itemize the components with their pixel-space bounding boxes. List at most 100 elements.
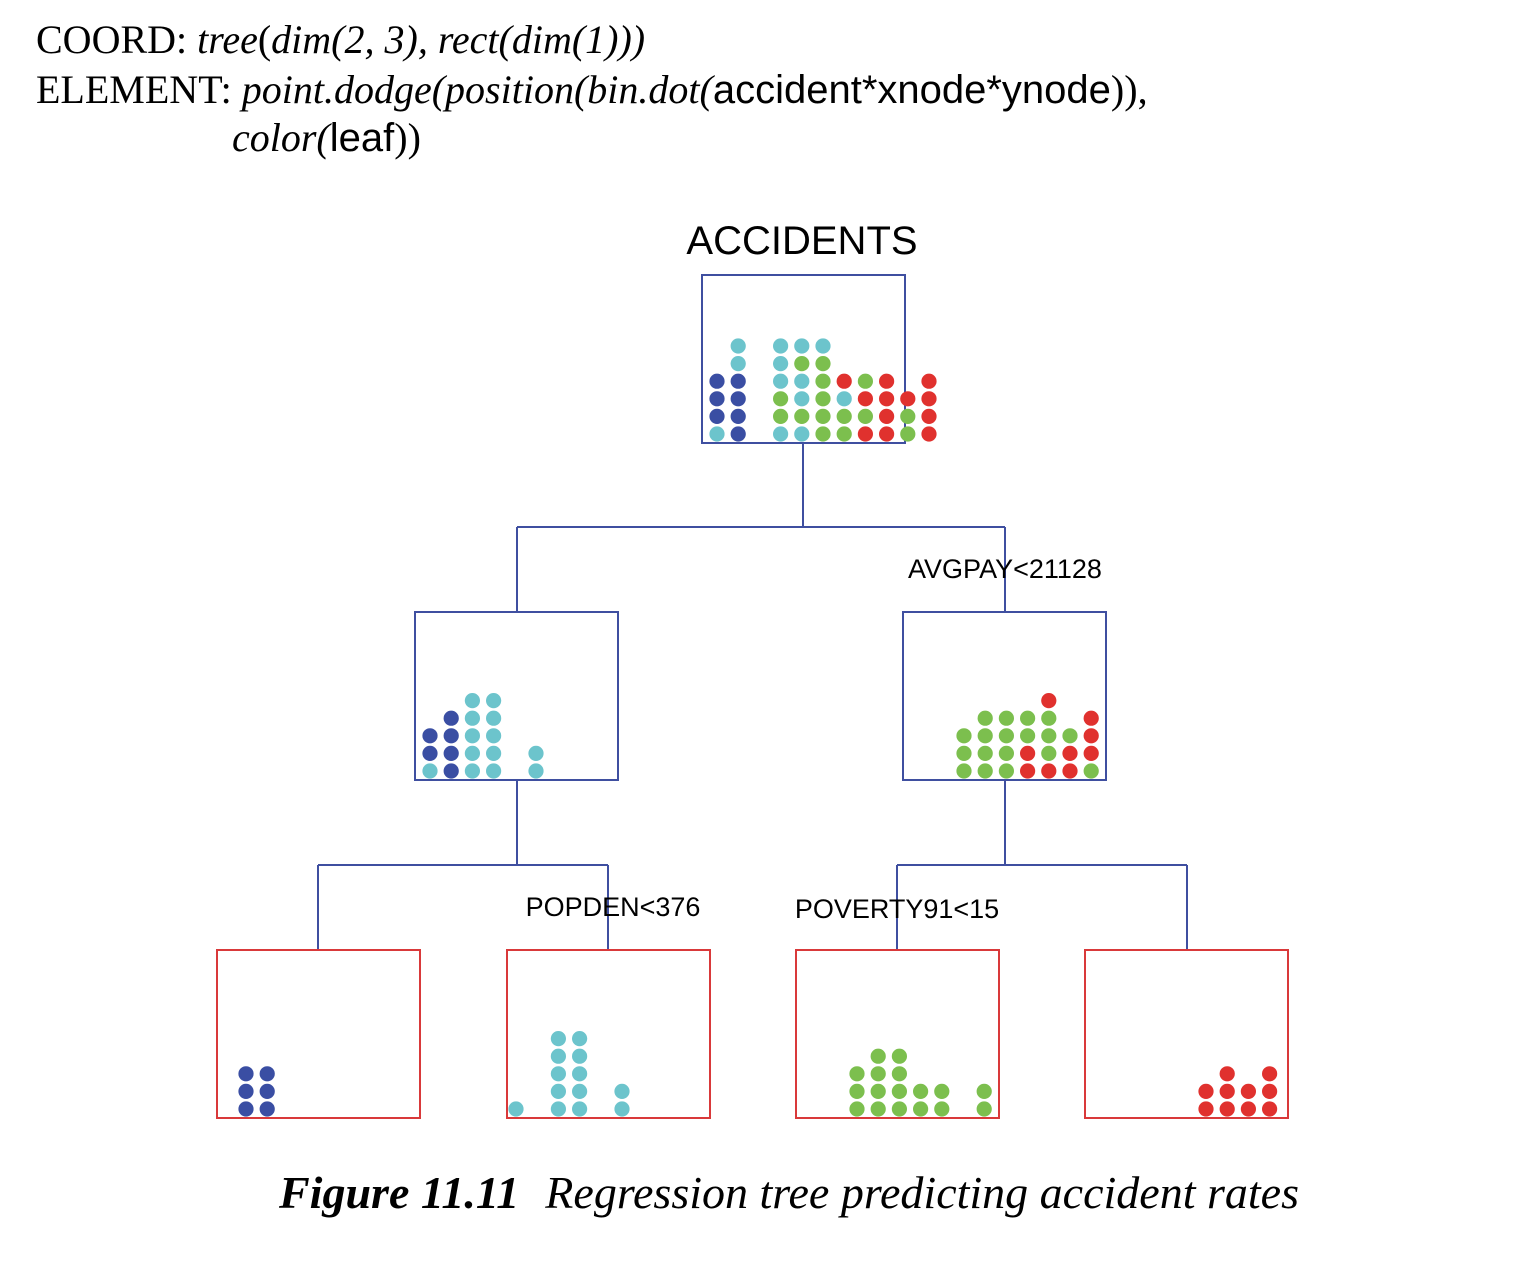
node-box-root xyxy=(701,274,906,444)
dot-leaf3 xyxy=(870,1083,886,1099)
dot-stacks xyxy=(238,338,1278,1117)
dot-leaf3 xyxy=(870,1048,886,1064)
dot-leaf1 xyxy=(259,1083,275,1099)
dot-leaf4 xyxy=(1262,1083,1278,1099)
dot-root xyxy=(900,408,916,424)
dot-leaf3 xyxy=(849,1101,865,1117)
dot-right xyxy=(998,710,1015,726)
dot-left xyxy=(464,693,480,709)
dot-right xyxy=(956,763,972,779)
dot-left xyxy=(486,693,502,709)
dot-root xyxy=(773,408,789,424)
dot-root xyxy=(836,426,852,442)
figure-caption-text: Regression tree predicting accident rate… xyxy=(545,1167,1299,1218)
dot-leaf4 xyxy=(1262,1101,1278,1117)
node-box-right xyxy=(902,611,1107,781)
node-box-left xyxy=(414,611,619,781)
dot-root xyxy=(879,426,895,442)
dot-right xyxy=(1020,710,1036,726)
element-variables: accident*xnode*ynode xyxy=(712,68,1111,112)
dot-left xyxy=(443,728,459,744)
dot-leaf2 xyxy=(550,1066,567,1082)
dot-right xyxy=(998,763,1015,779)
dot-root xyxy=(773,391,789,407)
dot-leaf2 xyxy=(550,1083,567,1099)
dot-root xyxy=(730,426,746,442)
dot-root xyxy=(879,408,895,424)
dot-root xyxy=(815,356,831,372)
coord-function: tree xyxy=(197,17,258,62)
dot-leaf4 xyxy=(1198,1101,1214,1117)
dot-right xyxy=(1020,745,1036,762)
dot-right xyxy=(977,710,993,726)
dot-left xyxy=(486,710,502,726)
dot-leaf3 xyxy=(976,1101,992,1117)
left-edges xyxy=(317,780,609,950)
element-function: point.dodge(position(bin.dot( xyxy=(241,67,713,112)
dot-root xyxy=(857,373,874,389)
dot-left xyxy=(443,763,459,779)
dot-right xyxy=(1041,710,1057,726)
dot-root xyxy=(730,391,746,407)
dot-right xyxy=(1083,728,1099,744)
dot-leaf3 xyxy=(870,1066,886,1082)
coord-keyword: COORD: xyxy=(36,17,188,62)
dot-leaf2 xyxy=(572,1048,588,1064)
dot-left xyxy=(422,728,438,744)
dot-root xyxy=(730,356,746,372)
dot-leaf2 xyxy=(550,1031,567,1047)
dot-root xyxy=(815,408,831,424)
dot-leaf4 xyxy=(1219,1066,1235,1082)
split-label-popden: POPDEN<376 xyxy=(526,892,701,922)
dot-right xyxy=(1062,763,1078,779)
dot-leaf4 xyxy=(1240,1083,1256,1099)
dot-root xyxy=(836,373,852,389)
dot-root xyxy=(879,373,895,389)
dot-right xyxy=(1062,745,1078,762)
dot-right xyxy=(956,728,972,744)
node-box-leaf4 xyxy=(1084,949,1289,1119)
dot-root xyxy=(709,408,725,424)
dot-right xyxy=(977,763,993,779)
dot-right xyxy=(998,728,1015,744)
dot-leaf2 xyxy=(572,1066,588,1082)
dot-right xyxy=(1041,728,1057,744)
dot-root xyxy=(773,373,789,389)
dot-leaf3 xyxy=(849,1083,865,1099)
dot-root xyxy=(709,373,725,389)
dot-root xyxy=(773,338,789,354)
dot-leaf1 xyxy=(238,1083,254,1099)
dot-root xyxy=(815,373,831,389)
color-function: color( xyxy=(232,115,330,160)
dot-left xyxy=(486,745,502,762)
dot-left xyxy=(528,745,544,762)
dot-leaf2 xyxy=(572,1101,588,1117)
dot-leaf3 xyxy=(849,1066,865,1082)
dot-root xyxy=(836,391,852,407)
dot-root xyxy=(773,356,789,372)
dot-right xyxy=(998,745,1015,762)
dot-leaf2 xyxy=(572,1083,588,1099)
dot-right xyxy=(1041,745,1057,762)
dot-leaf4 xyxy=(1262,1066,1278,1082)
color-spec-line: color(leaf)) xyxy=(232,115,421,160)
node-box-leaf2 xyxy=(506,949,711,1119)
element-keyword: ELEMENT: xyxy=(36,67,232,112)
dot-root xyxy=(900,426,916,442)
dot-leaf4 xyxy=(1219,1101,1235,1117)
dot-root xyxy=(857,426,874,442)
dot-root xyxy=(879,391,895,407)
dot-left xyxy=(443,710,459,726)
dot-leaf1 xyxy=(259,1066,275,1082)
regression-tree-diagram: ACCIDENTS AVGPAY<21128 POPDEN<376 POVERT… xyxy=(216,219,1289,1119)
node-box-leaf3 xyxy=(795,949,1000,1119)
dot-left xyxy=(443,745,459,762)
dot-left xyxy=(464,728,480,744)
dot-right xyxy=(1041,763,1057,779)
dot-left xyxy=(486,728,502,744)
dot-leaf2 xyxy=(550,1048,567,1064)
dot-root xyxy=(730,338,746,354)
dot-left xyxy=(464,745,480,762)
dot-root xyxy=(730,408,746,424)
